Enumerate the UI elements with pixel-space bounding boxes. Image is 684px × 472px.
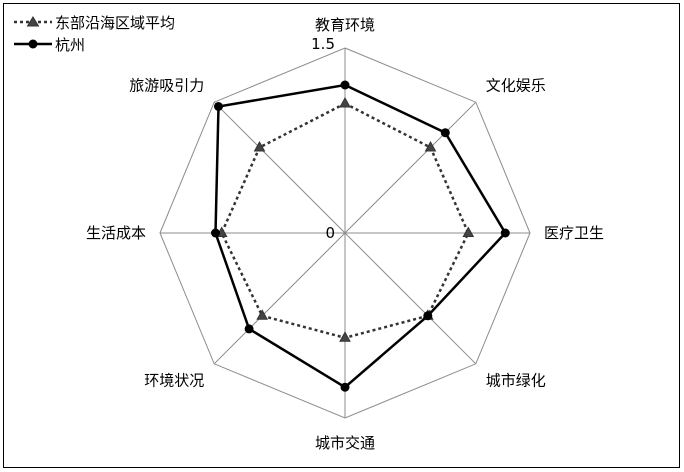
data-point-1-3 xyxy=(423,311,433,321)
radar-series xyxy=(211,80,510,392)
grid-spoke xyxy=(344,232,477,365)
data-point-0-7 xyxy=(253,140,266,152)
category-label-3: 城市绿化 xyxy=(486,372,546,390)
data-point-1-7 xyxy=(214,102,223,111)
legend-entry-0: 东部沿海区域平均 xyxy=(14,14,175,32)
legend: 东部沿海区域平均 杭州 xyxy=(14,14,175,54)
legend-label-0: 东部沿海区域平均 xyxy=(55,14,175,32)
grid-spoke xyxy=(344,101,477,234)
series-line-1 xyxy=(214,83,507,389)
category-label-2: 医疗卫生 xyxy=(544,224,604,242)
legend-marker-0 xyxy=(26,16,40,27)
category-label-7: 旅游吸引力 xyxy=(129,76,204,94)
category-label-4: 城市交通 xyxy=(315,434,375,452)
data-point-0-0 xyxy=(339,96,351,108)
tick-label-max: 1.5 xyxy=(311,35,335,53)
data-point-0-2 xyxy=(462,226,475,237)
grid-spoke xyxy=(213,232,346,365)
data-point-1-1 xyxy=(440,128,450,138)
category-label-5: 环境状况 xyxy=(144,372,204,390)
category-label-1: 文化娱乐 xyxy=(486,76,546,94)
category-label-6: 生活成本 xyxy=(86,224,146,242)
legend-marker-1 xyxy=(28,39,38,49)
chart-frame xyxy=(3,3,680,468)
grid-spoke xyxy=(213,101,346,234)
data-point-1-0 xyxy=(340,80,350,90)
data-point-1-5 xyxy=(244,324,254,334)
legend-label-1: 杭州 xyxy=(55,36,85,54)
legend-entry-1: 杭州 xyxy=(14,36,85,54)
data-point-0-4 xyxy=(339,331,351,342)
category-label-0: 教育环境 xyxy=(315,16,375,34)
data-point-1-6 xyxy=(211,228,220,238)
data-point-0-5 xyxy=(256,309,269,320)
data-point-1-2 xyxy=(500,228,510,238)
tick-label-min: 0 xyxy=(325,224,335,242)
data-point-1-4 xyxy=(340,382,350,392)
data-point-0-1 xyxy=(424,140,437,152)
